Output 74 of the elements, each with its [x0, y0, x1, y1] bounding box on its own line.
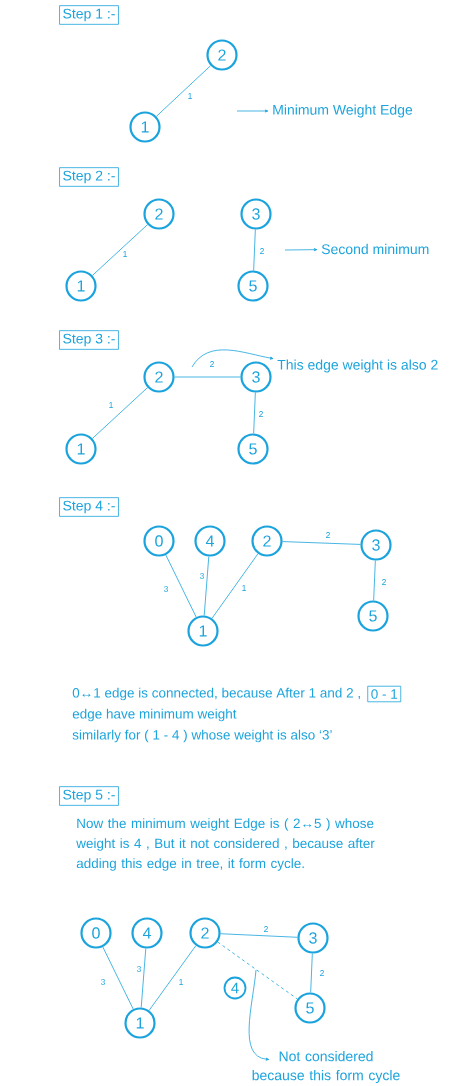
graph-edge — [92, 387, 148, 439]
graph-vertex: 2 — [189, 917, 221, 949]
graph-vertex: 4 — [131, 917, 163, 949]
graph-vertex: 4 — [194, 525, 226, 557]
step-heading: Step 4 :- — [59, 497, 119, 517]
graph-edge — [310, 953, 313, 993]
graph-edge — [174, 376, 241, 378]
graph-vertex: 3 — [240, 361, 272, 393]
graph-vertex: 2 — [251, 525, 283, 557]
paragraph-text: similarly for ( 1 - 4 ) whose weight is also ‘3’ — [72, 729, 332, 743]
graph-vertex: 1 — [187, 615, 219, 647]
graph-vertex: 0 — [80, 917, 112, 949]
graph-vertex: 0 — [143, 525, 175, 557]
graph-edge — [220, 933, 298, 938]
dashed-edge — [217, 941, 298, 1000]
graph-edge — [140, 948, 147, 1008]
graph-vertex: 1 — [129, 111, 161, 143]
edge-label: 2 — [326, 532, 330, 538]
edge-label: 3 — [100, 979, 105, 985]
graph-edge — [253, 229, 256, 271]
graph-vertex: 3 — [360, 529, 392, 561]
graph-edge — [282, 541, 361, 545]
annotation-text: Second minimum — [321, 243, 429, 255]
edge-label: 3 — [136, 966, 141, 972]
annotation-text: Minimum Weight Edge — [273, 104, 413, 118]
graph-edge — [102, 946, 134, 1010]
graph-edge — [211, 553, 259, 619]
annotation-text: Not considered because this form cycle — [252, 1051, 400, 1084]
graph-vertex: 3 — [240, 198, 272, 230]
graph-edge — [92, 224, 148, 276]
edge-label: 1 — [109, 402, 113, 408]
graph-vertex: 2 — [143, 198, 175, 230]
paragraph-text: Now the minimum weight Edge is ( 2↔5 ) whose weight is 4 , But it not considered , because after adding this edge in tree, it form cycle. — [76, 818, 375, 871]
edge-label: 1 — [242, 585, 246, 591]
graph-edge — [373, 560, 376, 601]
arrow — [191, 349, 274, 368]
edge-label: 1 — [179, 979, 183, 985]
edge-label: 2 — [260, 248, 264, 254]
step-heading: Step 5 :- — [59, 786, 119, 806]
boxed-text: 0 - 1 — [367, 685, 402, 703]
arrow — [248, 969, 270, 1061]
step-heading: Step 2 :- — [59, 167, 119, 187]
graph-vertex: 5 — [237, 433, 269, 465]
step-heading: Step 3 :- — [59, 330, 119, 350]
edge-label: 2 — [259, 411, 263, 417]
graph-vertex: 2 — [143, 361, 175, 393]
graph-vertex: 1 — [65, 433, 97, 465]
graph-vertex: 1 — [124, 1007, 156, 1039]
arrow — [236, 109, 269, 113]
graph-edge — [253, 392, 256, 434]
paragraph-text: edge have minimum weight — [72, 708, 237, 722]
paragraph-text: 0↔1 edge is connected, because After 1 and 2 , — [72, 687, 360, 701]
edge-label: 2 — [382, 579, 386, 585]
graph-vertex: 1 — [65, 270, 97, 302]
graph-vertex: 5 — [357, 600, 389, 632]
graph-edge — [148, 945, 197, 1011]
graph-edge — [165, 554, 197, 618]
step-heading: Step 1 :- — [59, 5, 119, 25]
edge-label: 3 — [163, 586, 168, 592]
graph-edge — [156, 65, 211, 117]
graph-vertex: 3 — [297, 922, 329, 954]
graph-edge — [203, 556, 210, 616]
weight-badge: 4 — [223, 976, 247, 1000]
edge-label: 2 — [264, 926, 268, 932]
edge-label: 3 — [199, 573, 204, 579]
edge-label: 1 — [123, 251, 127, 257]
edge-label: 1 — [188, 93, 192, 99]
graph-vertex: 2 — [206, 39, 238, 71]
arrow — [284, 248, 318, 252]
graph-vertex: 5 — [237, 270, 269, 302]
annotation-text: This edge weight is also 2 — [277, 359, 438, 373]
graph-vertex: 5 — [294, 992, 326, 1024]
edge-label: 2 — [210, 361, 214, 367]
edge-label: 2 — [320, 970, 324, 976]
